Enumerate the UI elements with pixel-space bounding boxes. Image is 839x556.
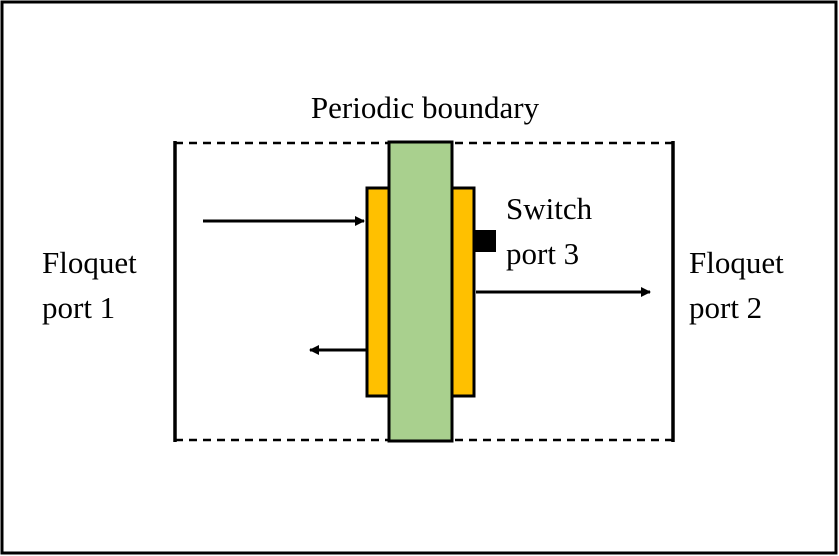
floquet-port-1-label-line2: port 1	[42, 290, 115, 325]
switch-port-label-line1: Switch	[506, 191, 593, 226]
switch-port-block	[474, 230, 496, 252]
core-substrate	[387, 140, 454, 443]
switch-port-label-line2: port 3	[506, 236, 579, 271]
floquet-port-2-label-line1: Floquet	[689, 245, 784, 280]
periodic-boundary-label: Periodic boundary	[311, 90, 540, 125]
left-layer	[365, 186, 391, 398]
floquet-port-1-label-line1: Floquet	[42, 245, 137, 280]
floquet-port-2-label-line2: port 2	[689, 290, 762, 325]
right-layer	[450, 186, 476, 398]
